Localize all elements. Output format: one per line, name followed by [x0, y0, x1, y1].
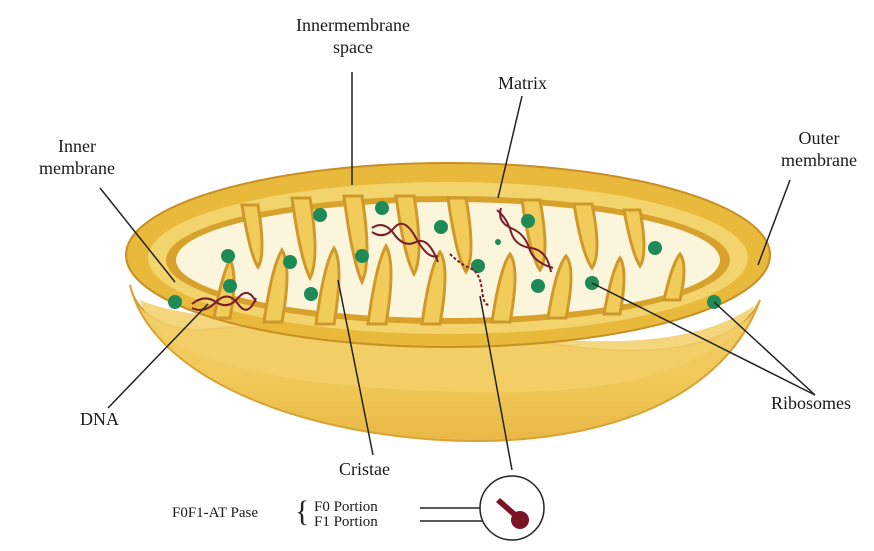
ribosome: [355, 249, 369, 263]
label-cristae: Cristae: [339, 458, 390, 480]
atpase-zoom-circle: [480, 476, 544, 540]
ribosome: [304, 287, 318, 301]
ribosome: [471, 259, 485, 273]
ribosome: [495, 239, 501, 245]
ribosome: [313, 208, 327, 222]
brace-icon: {: [295, 497, 309, 527]
ribosome: [375, 201, 389, 215]
label-atpase: F0F1-AT Pase: [172, 505, 258, 522]
atpase-inset: [480, 476, 544, 540]
label-ribosomes: Ribosomes: [771, 392, 851, 414]
label-outer-membrane: Outer membrane: [766, 127, 872, 171]
ribosome: [168, 295, 182, 309]
f1-portion-shape: [511, 511, 529, 529]
ribosome: [223, 279, 237, 293]
label-dna: DNA: [80, 408, 119, 430]
ribosome: [521, 214, 535, 228]
ribosome: [221, 249, 235, 263]
label-f1-portion: F1 Portion: [314, 514, 378, 531]
ribosome: [531, 279, 545, 293]
ribosome: [283, 255, 297, 269]
label-inner-membrane: Inner membrane: [22, 135, 132, 179]
label-intermembrane-space: Innermembrane space: [278, 14, 428, 58]
label-matrix: Matrix: [498, 72, 547, 94]
ribosome: [648, 241, 662, 255]
ribosome: [434, 220, 448, 234]
